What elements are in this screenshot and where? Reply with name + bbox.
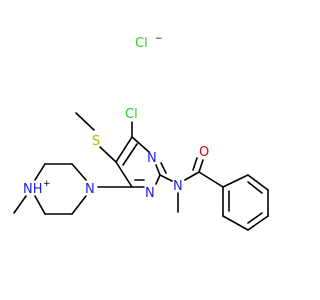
bond-ph-4-5 — [247, 215, 269, 231]
bond-ph-4-5-inner — [247, 212, 263, 224]
amide-n-label: N — [173, 179, 183, 194]
chloro-label: Cl — [125, 107, 138, 122]
bond-cco-phenyl — [198, 171, 224, 188]
atom-label-layer: Cl − Cl S O N N N N NH + — [23, 34, 209, 201]
counterion-charge: − — [155, 34, 163, 44]
bond-ph-2-3 — [247, 174, 269, 191]
piperazine-nh-charge: + — [43, 179, 51, 189]
bond-c2-n1-double — [160, 162, 167, 174]
bond-c2-n1 — [155, 164, 161, 176]
molecule-structure: Cl − Cl S O N N N N NH + — [13, 34, 269, 231]
bond-c5-c4 — [115, 161, 133, 188]
bond-c6-c5-double — [122, 143, 138, 166]
bond-pip-cleft-nh — [34, 163, 46, 181]
bond-nh-ch3 — [13, 195, 27, 214]
bond-n1-c6 — [131, 136, 150, 153]
sulfur-label: S — [92, 134, 100, 149]
bond-cco-o-double — [192, 157, 198, 171]
bond-namide-cco — [184, 171, 200, 181]
bond-c6-c5 — [115, 136, 133, 163]
bond-ph-5-6 — [222, 215, 249, 231]
bond-layer — [13, 112, 269, 231]
bond-pip-nh-cbot — [34, 195, 46, 215]
bond-ph-2-3-inner — [247, 181, 263, 194]
piperazine-nh-label: NH — [23, 182, 43, 197]
bond-s-ch3 — [75, 112, 95, 131]
oxygen-label: O — [199, 145, 209, 160]
bond-pip-cright-n — [71, 195, 87, 215]
bond-n3-c2 — [155, 174, 161, 185]
ring-n-top-label: N — [147, 151, 157, 166]
ring-n-bottom-label: N — [145, 186, 155, 201]
piperazine-n-label: N — [85, 182, 95, 197]
bond-c2-namide — [159, 174, 173, 182]
bond-c5-s — [99, 146, 117, 163]
bond-cco-o — [198, 159, 204, 173]
bond-ph-1-2 — [222, 174, 249, 188]
bond-pip-n-ctop — [71, 163, 87, 181]
counterion-label: Cl — [135, 36, 148, 51]
